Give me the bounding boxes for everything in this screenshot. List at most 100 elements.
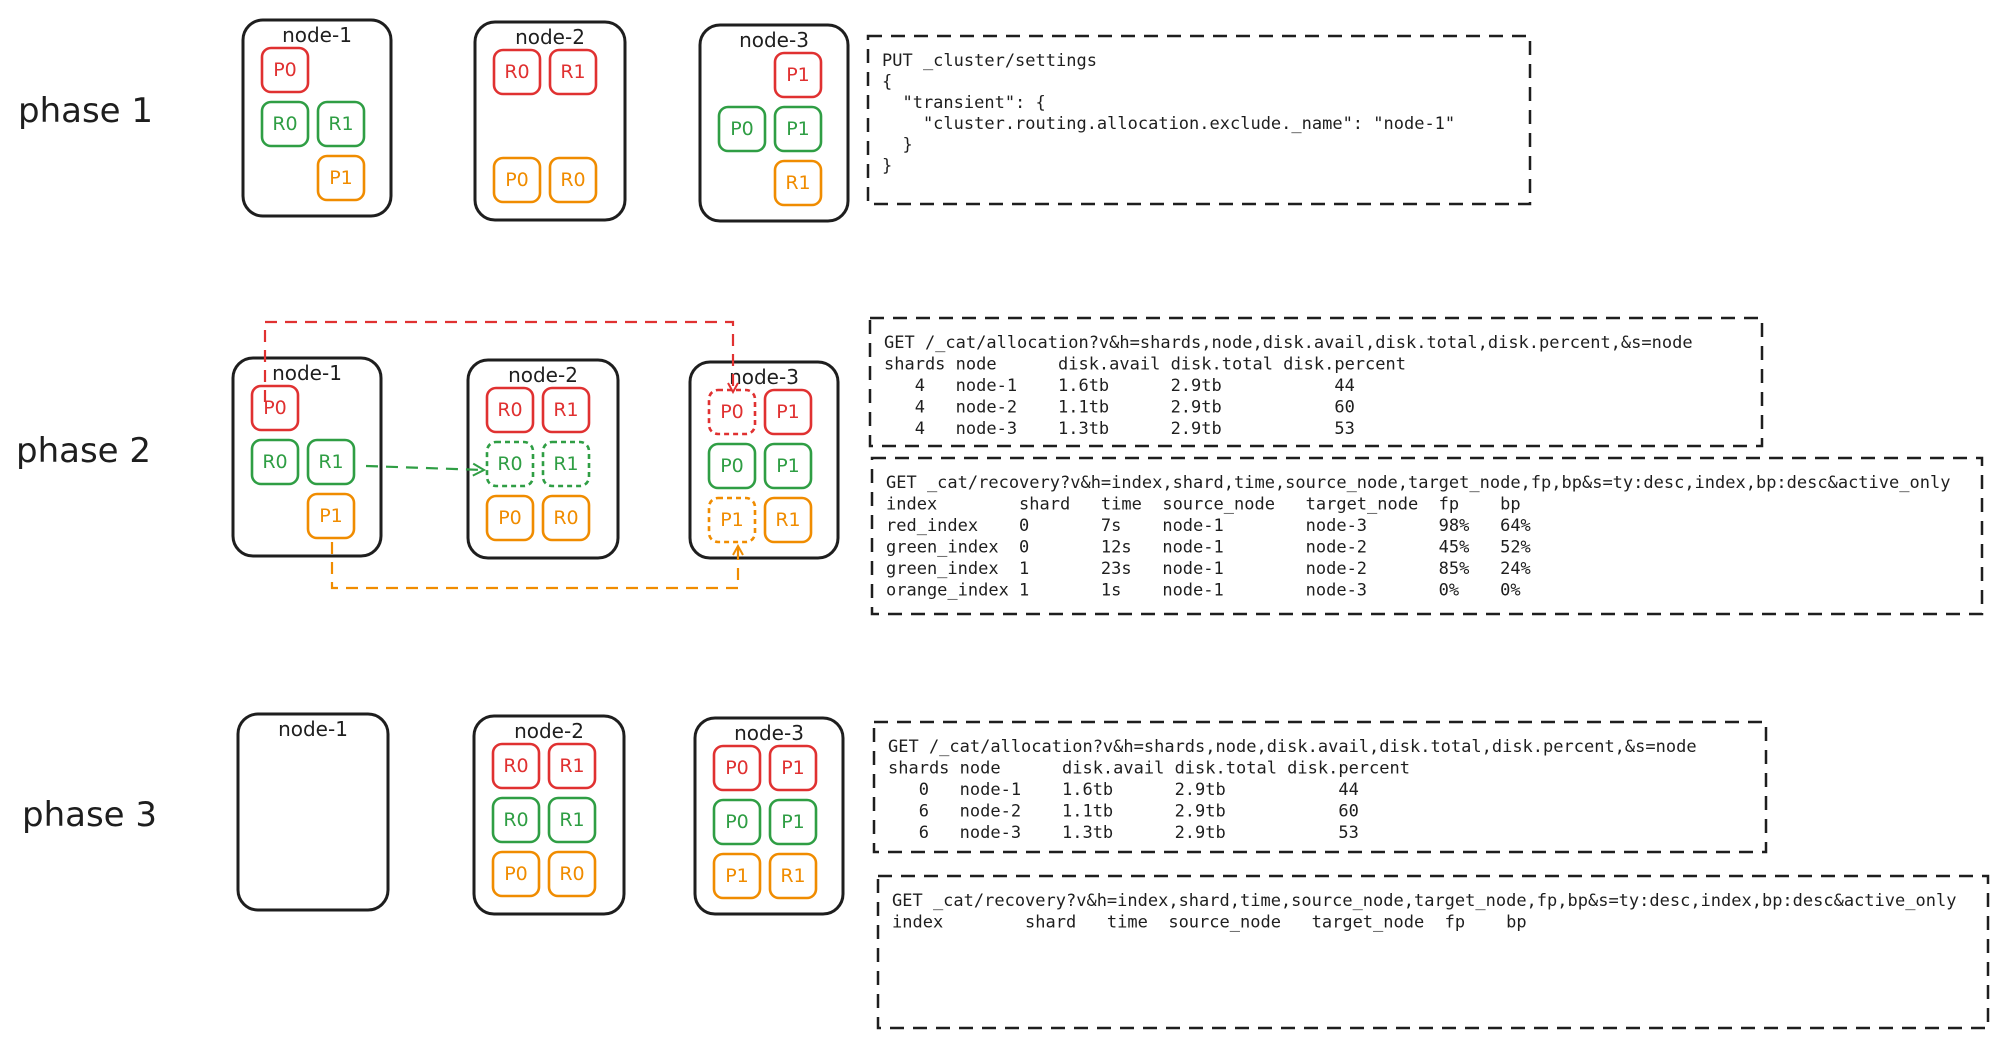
shard-label: R0	[497, 453, 522, 475]
code-line: green_index 1 23s node-1 node-2 85% 24%	[886, 559, 1531, 579]
shard-red-r0: R0	[491, 742, 541, 790]
shard-label: P1	[786, 64, 810, 86]
shard-box	[763, 388, 813, 436]
shard-label: P0	[263, 397, 287, 419]
shard-box	[768, 798, 818, 846]
shard-label: P1	[781, 757, 805, 779]
shard-orange-r0: R0	[547, 850, 597, 898]
shard-box	[260, 100, 310, 148]
shard-box	[491, 742, 541, 790]
green-relocation-arrow	[365, 466, 484, 470]
phase-3-node-1: node-1	[236, 712, 390, 912]
code-line: GET _cat/recovery?v&h=index,shard,time,s…	[892, 891, 1956, 911]
node-box	[693, 716, 845, 916]
shard-box	[763, 496, 813, 544]
shard-green-r0: R0	[491, 796, 541, 844]
node-title: node-2	[508, 363, 578, 387]
shard-orange-r0: R0	[548, 156, 598, 204]
shard-label: R1	[775, 509, 800, 531]
shard-red-r1: R1	[548, 48, 598, 96]
node-title: node-3	[729, 365, 799, 389]
shard-label: R1	[553, 453, 578, 475]
shard-box	[773, 105, 823, 153]
shard-box	[712, 852, 762, 900]
shard-box	[707, 442, 757, 490]
shard-label: P0	[730, 118, 754, 140]
shard-box	[306, 438, 356, 486]
shard-label: P0	[720, 401, 744, 423]
shard-box	[250, 384, 300, 432]
node-title: node-3	[734, 721, 804, 745]
shard-box	[547, 742, 597, 790]
code-panel-border	[872, 720, 1768, 854]
code-line: orange_index 1 1s node-1 node-3 0% 0%	[886, 581, 1521, 601]
node-box	[688, 360, 840, 560]
code-line: shards node disk.avail disk.total disk.p…	[888, 759, 1410, 779]
code-line: 6 node-2 1.1tb 2.9tb 60	[888, 802, 1359, 822]
shard-label: R0	[503, 809, 528, 831]
shard-label: R0	[560, 169, 585, 191]
code-line: 4 node-2 1.1tb 2.9tb 60	[884, 398, 1355, 418]
shard-label: R1	[785, 172, 810, 194]
shard-box	[491, 796, 541, 844]
code-line: shards node disk.avail disk.total disk.p…	[884, 355, 1406, 375]
shard-green-r0: R0	[260, 100, 310, 148]
code-line: green_index 0 12s node-1 node-2 45% 52%	[886, 538, 1531, 558]
shard-red-p0: P0	[712, 744, 762, 792]
code-line: "cluster.routing.allocation.exclude._nam…	[882, 114, 1455, 134]
shard-green-r1: R1	[316, 100, 366, 148]
shard-green-p0: P0	[707, 442, 757, 490]
shard-orange-p0: P0	[485, 494, 535, 542]
shard-red-r0: R0	[485, 386, 535, 434]
shard-box	[547, 850, 597, 898]
node-box	[466, 358, 620, 560]
shard-red-p1: P1	[773, 51, 823, 99]
shard-orange-r1: R1	[773, 159, 823, 207]
phase-3-label: phase 3	[22, 795, 157, 835]
red-relocation-arrow	[263, 320, 733, 402]
code-line: {	[882, 72, 892, 92]
code-line: index shard time source_node target_node…	[886, 495, 1521, 515]
code-line: 4 node-3 1.3tb 2.9tb 53	[884, 419, 1355, 439]
shard-label: R1	[553, 399, 578, 421]
node-title: node-2	[514, 719, 584, 743]
shard-green-r1: R1	[541, 440, 591, 488]
shard-box	[485, 440, 535, 488]
shard-label: R1	[780, 865, 805, 887]
node-box	[472, 714, 626, 916]
shard-red-r1: R1	[541, 386, 591, 434]
shard-box	[773, 51, 823, 99]
shard-box	[485, 494, 535, 542]
shard-red-p1: P1	[768, 744, 818, 792]
shard-label: R0	[559, 863, 584, 885]
shard-orange-p0: P0	[492, 156, 542, 204]
shard-label: P0	[725, 811, 749, 833]
shard-label: P1	[786, 118, 810, 140]
shard-orange-p1: P1	[712, 852, 762, 900]
shard-red-p0: P0	[250, 384, 300, 432]
shard-label: R0	[497, 399, 522, 421]
shard-green-r0: R0	[485, 440, 535, 488]
shard-label: P0	[498, 507, 522, 529]
shard-box	[316, 154, 366, 202]
shard-box	[712, 798, 762, 846]
code-line: }	[882, 135, 913, 155]
node-box	[241, 18, 393, 218]
shard-green-r1: R1	[306, 438, 356, 486]
shard-label: P0	[504, 863, 528, 885]
shard-box	[306, 492, 356, 540]
code-line: index shard time source_node target_node…	[892, 913, 1527, 933]
phase-3-allocation-panel: GET /_cat/allocation?v&h=shards,node,dis…	[872, 720, 1768, 854]
shard-green-r1: R1	[547, 796, 597, 844]
shard-green-p1: P1	[773, 105, 823, 153]
